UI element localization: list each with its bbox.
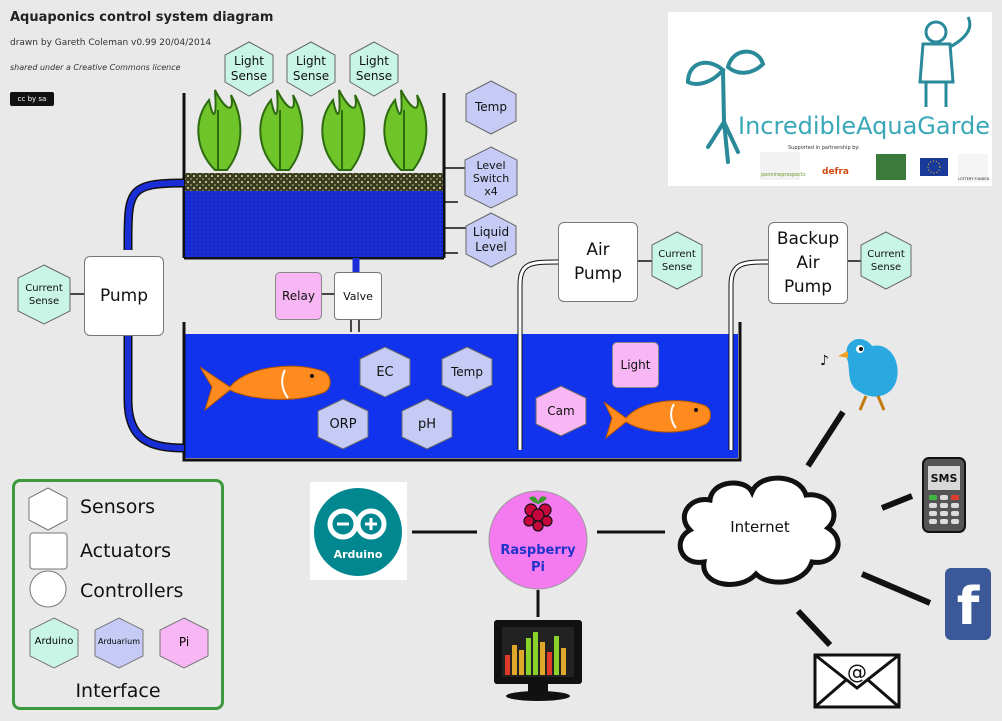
legend: Sensors Actuators Controllers Arduino Ar…	[12, 479, 224, 710]
fish-icon	[603, 400, 711, 440]
internet-cloud-icon	[677, 475, 841, 587]
licence-note: shared under a Creative Commons licence	[10, 63, 181, 72]
incredible-aqua-garden-logo: IncredibleAquaGarden Supported in partne…	[668, 12, 992, 186]
legend-actuator-square	[29, 532, 68, 570]
camera-sensor: Cam	[547, 403, 575, 418]
child-figure-icon	[918, 16, 972, 107]
raspberry-pi-node	[488, 490, 588, 590]
plant-icon	[383, 89, 428, 171]
partners-caption: Supported in partnership by:	[788, 145, 860, 151]
plant-icon	[321, 89, 366, 171]
facebook-label: f	[956, 577, 980, 637]
arduino-icon	[310, 482, 407, 580]
twitter-bird-icon: ♪	[820, 339, 898, 411]
grow-bed	[182, 93, 446, 260]
legend-actuators-label: Actuators	[80, 540, 172, 562]
logo-wordmark: IncredibleAquaGarden	[738, 112, 992, 140]
legend-pi-hexagon	[159, 617, 209, 669]
ec-sensor: EC	[376, 364, 394, 380]
plant-icon	[259, 89, 304, 171]
logo-artwork: IncredibleAquaGarden Supported in partne…	[685, 16, 992, 182]
email-at-label: @	[847, 660, 867, 684]
plumbing	[123, 178, 769, 453]
sensor-hexagons	[17, 41, 912, 450]
internet-label: Internet	[730, 518, 790, 536]
grow-bed-temp-sensor: Temp	[475, 99, 507, 114]
gravel-layer	[185, 173, 443, 191]
sensor-leads	[444, 167, 466, 254]
partner-logos: pennineprospects defra LOTTERY FUNDED	[760, 152, 990, 182]
arduino-label: Arduino	[333, 548, 383, 561]
connector-lines	[70, 260, 862, 295]
legend-sensor-hexagon	[28, 487, 68, 531]
mobile-phone-icon	[922, 457, 966, 533]
monitor-icon	[494, 620, 582, 701]
legend-arduarium-label: Arduarium	[97, 637, 141, 646]
creative-commons-badge: cc by sa	[10, 92, 54, 106]
seedling-icon	[685, 49, 766, 164]
legend-arduino-hexagon	[29, 617, 79, 669]
legend-sensors-label: Sensors	[80, 496, 156, 518]
internet-links	[795, 410, 932, 648]
sms-label: SMS	[930, 472, 958, 485]
legend-pi-label: Pi	[178, 635, 190, 649]
legend-interface-label: Interface	[75, 680, 161, 702]
partner-defra: defra	[822, 167, 849, 177]
partner-lottery: LOTTERY FUNDED	[958, 177, 990, 181]
tank-temp-sensor: Temp	[451, 364, 483, 379]
partner-pennine: pennineprospects	[761, 172, 806, 178]
network-lines	[412, 530, 665, 617]
ph-sensor: pH	[417, 416, 437, 432]
facebook-icon	[945, 568, 991, 640]
plants	[197, 89, 428, 171]
relay: Relay	[275, 272, 322, 320]
svg-text:♪: ♪	[820, 353, 829, 369]
email-icon	[813, 653, 901, 709]
legend-arduarium-hexagon	[94, 617, 144, 669]
valve: Valve	[334, 272, 382, 320]
water-pump: Pump	[84, 256, 164, 336]
legend-shapes	[28, 487, 209, 669]
raspberry-icon	[523, 496, 553, 532]
grow-bed-water	[185, 191, 443, 257]
diagram-title: Aquaponics control system diagram	[10, 10, 274, 25]
byline: drawn by Gareth Coleman v0.99 20/04/2014	[10, 38, 212, 48]
plant-icon	[197, 89, 242, 171]
legend-arduino-label: Arduino	[34, 636, 74, 647]
legend-controller-circle	[29, 570, 67, 608]
legend-controllers-label: Controllers	[80, 580, 184, 602]
orp-sensor: ORP	[329, 416, 357, 432]
fish-icon	[199, 365, 331, 412]
tank-light: Light	[612, 342, 659, 388]
